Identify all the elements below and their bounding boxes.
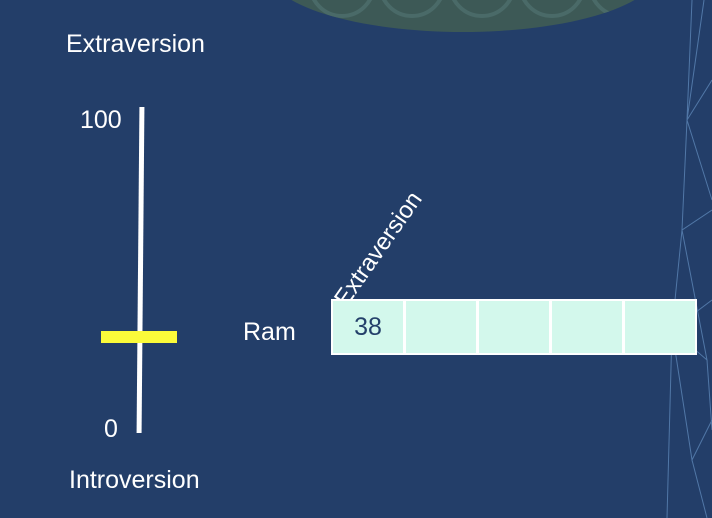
score-marker	[101, 330, 177, 343]
scale-bottom-label: Introversion	[69, 466, 200, 494]
table-cell: 38	[333, 301, 403, 353]
column-header: Extraversion	[329, 186, 428, 312]
table-cell	[406, 301, 476, 353]
scale-top-label: Extraversion	[66, 30, 205, 58]
table-cell	[479, 301, 549, 353]
scale-max-tick: 100	[80, 106, 122, 134]
table-cell	[625, 301, 695, 353]
scale-min-tick: 0	[104, 415, 118, 443]
decorative-oval	[268, 0, 658, 32]
table-cell	[552, 301, 622, 353]
network-decoration	[666, 0, 712, 518]
score-table: 38	[331, 299, 697, 355]
scale-axis	[136, 107, 145, 433]
row-label: Ram	[243, 318, 296, 346]
